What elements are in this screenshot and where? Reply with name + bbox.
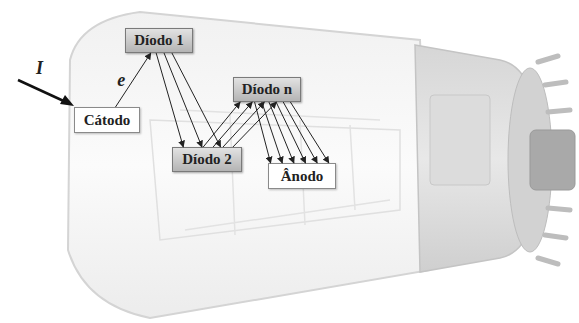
- base-pins: [538, 56, 570, 264]
- electron-path-line: [203, 102, 240, 147]
- light-input-arrowhead: [60, 95, 74, 106]
- electron-path-line: [269, 102, 294, 163]
- signal-label: I: [36, 58, 43, 79]
- electron-path-line: [116, 53, 151, 107]
- node-label: Díodo 2: [182, 151, 232, 168]
- electron-path-line: [276, 102, 305, 163]
- electron-path-line: [223, 102, 264, 147]
- electrode-box: Cátodo: [74, 107, 140, 133]
- light-input-arrow: [18, 80, 68, 103]
- electron-path-line: [283, 102, 317, 163]
- base-key: [530, 130, 575, 190]
- node-label: Díodo n: [242, 81, 292, 98]
- electron-path-line: [255, 102, 271, 163]
- node-label: Cátodo: [84, 112, 131, 129]
- dynode-box: Díodo n: [233, 77, 301, 102]
- glass-envelope: [68, 12, 430, 318]
- dynode-box: Díodo 2: [172, 147, 242, 172]
- electron-path-arrow: [156, 53, 220, 147]
- electron-path-line: [262, 102, 283, 163]
- electron-path-line: [213, 102, 252, 147]
- internal-structure: [180, 110, 390, 235]
- electron-path-line: [164, 53, 202, 147]
- electron-path-arrow: [203, 102, 276, 147]
- electron-path-line: [156, 53, 183, 147]
- electron-path-arrow: [116, 53, 151, 107]
- internal-structure: [150, 120, 400, 240]
- node-label: Díodo 1: [134, 32, 184, 49]
- node-label: Ânodo: [281, 168, 324, 185]
- dynode-box: Díodo 1: [125, 28, 193, 53]
- electrode-box: Ânodo: [268, 163, 336, 189]
- electron-path-arrow: [255, 102, 329, 163]
- electron-path-line: [172, 53, 221, 147]
- electron-path-line: [290, 102, 328, 163]
- electron-path-line: [233, 102, 276, 147]
- electron-label: e: [117, 70, 125, 91]
- base-label: [430, 95, 490, 185]
